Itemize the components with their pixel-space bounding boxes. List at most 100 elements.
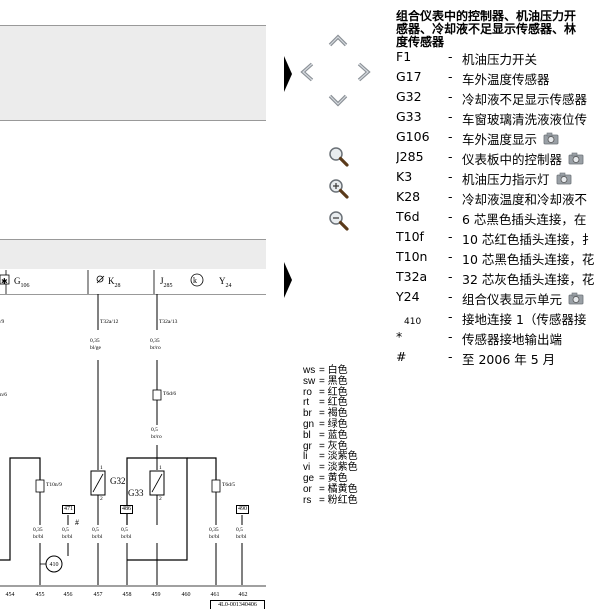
color-code: or [303, 483, 312, 495]
legend-code: T32a [396, 269, 428, 284]
g106-symbol: ✱ [1, 277, 8, 286]
color-code: sw [303, 375, 316, 387]
legend-item: K3-机油压力指示灯 [396, 169, 600, 189]
legend-dash: - [448, 329, 453, 344]
legend-title-line: 感器、冷却液不足显示传感器、林 [396, 22, 577, 36]
legend-dash: - [448, 289, 453, 304]
wire-size: 0,5 [62, 527, 69, 533]
legend-dash: - [448, 269, 453, 284]
legend-code: K28 [396, 189, 421, 204]
legend-description: 机油压力指示灯 [462, 169, 572, 188]
zoom-in-icon[interactable] [327, 177, 349, 199]
color-code: rs [303, 494, 312, 506]
legend-code: 410 [404, 317, 422, 327]
wire-size: 0,35 [209, 527, 219, 533]
color-equals: = [319, 494, 328, 506]
legend-description: 冷却液不足显示传感器 [462, 89, 587, 108]
chevron-down-icon [328, 94, 348, 107]
legend-description: 接地连接 1（传感器接 [462, 309, 586, 328]
camera-icon[interactable] [568, 292, 584, 305]
chevron-up-icon [328, 34, 348, 47]
legend-item: T6d-6 芯黑色插头连接，在 [396, 209, 600, 229]
camera-icon[interactable] [543, 132, 559, 145]
pin-number: 1 [159, 465, 162, 471]
pan-left-button[interactable] [298, 61, 316, 83]
legend-text: 仪表板中的控制器 [462, 152, 563, 167]
pin-label: T10n/9 [46, 482, 62, 488]
wire-color: br/bl [33, 534, 44, 540]
wire-size: 0,5 [92, 527, 99, 533]
color-legend-row: ws= 白色 [303, 365, 358, 377]
legend-item: * -传感器接地输出端 [396, 329, 600, 349]
pin-label: T32a/12 [100, 319, 119, 325]
pin-label: n/6 [0, 392, 8, 398]
camera-icon[interactable] [568, 152, 584, 165]
color-name: 红色 [327, 386, 348, 398]
legend-text: 组合仪表显示单元 [462, 292, 563, 307]
color-legend-row: li= 淡紫色 [303, 451, 358, 463]
pan-up-button[interactable] [327, 32, 349, 48]
legend-code: F1 [396, 49, 412, 64]
pan-down-button[interactable] [327, 93, 349, 109]
color-legend-row: bl= 蓝色 [303, 429, 358, 442]
legend-text: 冷却液温度和冷却液不 [462, 192, 588, 207]
pin-number: 2 [100, 496, 103, 502]
legend-code: * [396, 329, 403, 344]
legend-description: 10 芯红色插头连接，扌 [462, 229, 594, 248]
legend-dash: - [448, 349, 453, 364]
axis-number: 460 [181, 592, 191, 598]
color-equals: = [319, 365, 328, 376]
pin-number: 2 [159, 496, 162, 502]
caret-right-icon[interactable] [284, 262, 292, 298]
color-equals: = [319, 472, 328, 484]
legend-item: Y24-组合仪表显示单元 [396, 289, 600, 309]
color-code: rt [303, 397, 310, 409]
legend-item: T10n-10 芯黑色插头连接，花 [396, 249, 600, 269]
color-equals: = [319, 429, 328, 441]
wire-color: br/bl [92, 534, 103, 540]
legend-text: 车外温度显示 [462, 132, 538, 147]
legend-description: 32 芯灰色插头连接，花 [462, 269, 594, 288]
wire-color: br/bl [236, 534, 247, 540]
color-code: ro [303, 386, 312, 398]
wire-color: br/ro [151, 434, 162, 440]
reference-box: 471 [62, 505, 75, 514]
color-code: gr [303, 440, 312, 452]
legend-dash: - [448, 209, 453, 224]
zoom-out-icon[interactable] [327, 209, 349, 231]
legend-dash: - [448, 109, 453, 124]
k28-label: K28 [108, 276, 121, 289]
legend-description: 10 芯黑色插头连接，花 [462, 249, 594, 268]
component-band [0, 239, 266, 271]
reference-box: 490 [236, 505, 249, 514]
color-legend-row: rt= 红色 [303, 397, 358, 409]
legend-item: G33-车窗玻璃清洗液液位传 [396, 109, 600, 129]
legend-text: 32 芯灰色插头连接，花 [462, 272, 595, 287]
legend-text: 至 2006 年 5 月 [462, 352, 556, 367]
legend-text: 6 芯黑色插头连接，在 [462, 212, 587, 227]
color-legend-row: gn= 绿色 [303, 419, 358, 431]
caret-right-icon[interactable] [284, 56, 292, 92]
legend-dash: - [448, 189, 453, 204]
legend-title: 组合仪表中的控制器、机油压力开 感器、冷却液不足显示传感器、林 度传感器 [396, 10, 600, 49]
legend-item: F1-机油压力开关 [396, 49, 600, 69]
camera-icon[interactable] [556, 172, 572, 185]
wiring-diagram: ✱ G106 K28 J285 k Y24 /9 n/6 T32a/12 T32… [0, 0, 280, 609]
pin-label: T6d/6 [163, 391, 177, 397]
pin-label: /9 [0, 319, 5, 325]
magnifier-icon[interactable] [327, 145, 349, 167]
legend-item: #-至 2006 年 5 月 [396, 349, 600, 369]
diagram-header-band [0, 25, 266, 121]
axis-number: 461 [210, 592, 220, 598]
color-equals: = [319, 440, 328, 452]
wiring-lines [0, 270, 266, 587]
color-legend-row: ge= 黄色 [303, 472, 358, 485]
color-legend-row: or= 橘黄色 [303, 483, 358, 496]
axis-number: 462 [238, 592, 248, 598]
color-name: 粉红色 [327, 494, 358, 506]
legend-description: 传感器接地输出端 [462, 329, 562, 348]
sensor-label-g33: G33 [128, 488, 144, 498]
pan-right-button[interactable] [355, 61, 373, 83]
wire-size: 0,35 [90, 338, 100, 344]
